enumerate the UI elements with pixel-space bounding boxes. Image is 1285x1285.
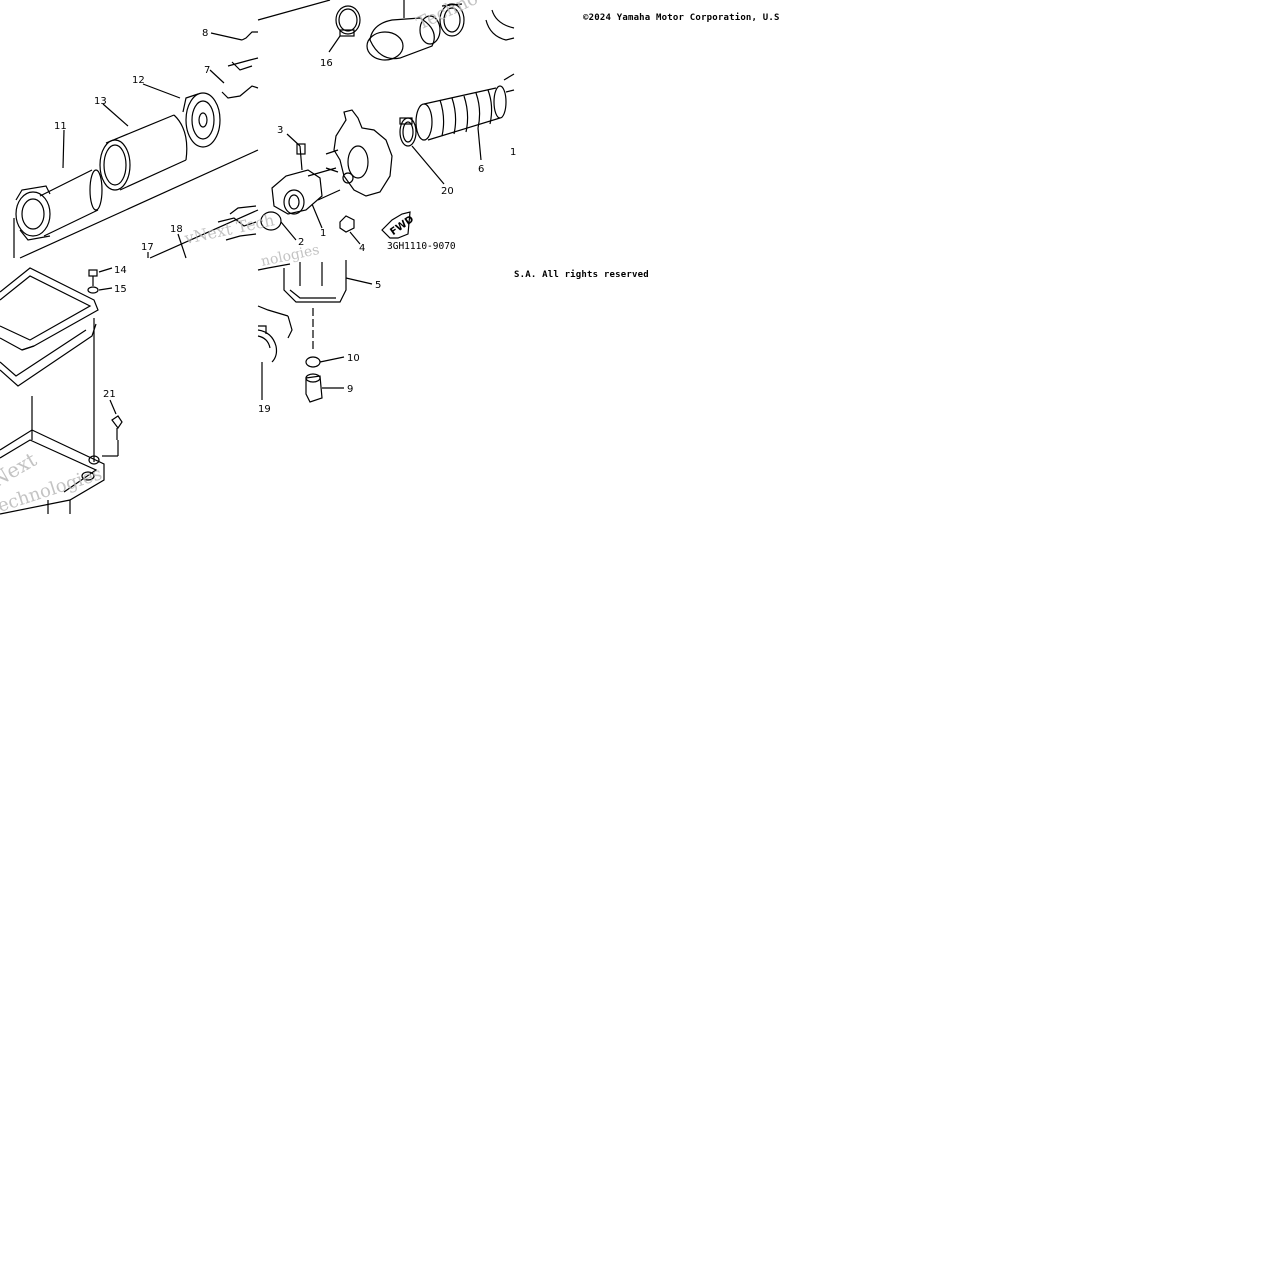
intake-assembly	[217, 0, 515, 245]
callout-19: 19	[258, 404, 271, 415]
carburetor-boot-part	[415, 85, 507, 141]
callout-11: 11	[54, 121, 67, 132]
flange-part	[271, 167, 341, 215]
callout-13: 13	[94, 96, 107, 107]
callout-16: 16	[320, 58, 333, 69]
watermark: vNext Tech nologies Techno Next echnolog…	[0, 0, 481, 517]
callout-10: 10	[347, 353, 360, 364]
callout-14: 14	[114, 265, 127, 276]
callout-2: 2	[298, 237, 304, 248]
callout-9: 9	[347, 384, 353, 395]
callouts: 8 7 12 13 11 16 3 1 20 6 1 2 4 18 17 14 …	[54, 28, 516, 415]
fwd-label: FWD	[388, 214, 416, 238]
drain-assembly	[257, 260, 373, 403]
callout-21: 21	[103, 389, 116, 400]
air-filter-assembly	[13, 31, 259, 259]
fwd-arrow-icon	[381, 211, 411, 239]
svg-text:nologies: nologies	[260, 242, 321, 270]
air-box-cover-part	[0, 267, 99, 351]
clamp-16-part	[335, 5, 361, 37]
intake-joint-part	[366, 0, 441, 61]
callout-12: 12	[132, 75, 145, 86]
air-box-assembly	[0, 233, 187, 515]
copyright-line-2: S.A. All rights reserved	[514, 270, 649, 280]
callout-20: 20	[441, 186, 454, 197]
filter-element-part	[99, 114, 188, 191]
callout-8: 8	[202, 28, 208, 39]
svg-text:vNext Tech: vNext Tech	[182, 210, 276, 248]
callout-4: 4	[359, 243, 365, 254]
filter-guide-part	[13, 169, 103, 258]
callout-7: 7	[204, 65, 210, 76]
callout-15: 15	[114, 284, 127, 295]
element-cap-part	[182, 92, 221, 148]
callout-1: 1	[320, 228, 326, 239]
callout-6: 6	[478, 164, 484, 175]
copyright-line-1: ©2024 Yamaha Motor Corporation, U.S	[583, 13, 780, 23]
part-code: 3GH1110-9070	[387, 241, 456, 252]
callout-5: 5	[375, 280, 381, 291]
callout-17: 17	[141, 242, 154, 253]
carburetor-part	[325, 109, 393, 197]
callout-3: 3	[277, 125, 283, 136]
air-box-body-part	[0, 318, 105, 515]
callout-18: 18	[170, 224, 183, 235]
callout-1b: 1	[510, 147, 516, 158]
case-part	[257, 260, 373, 339]
